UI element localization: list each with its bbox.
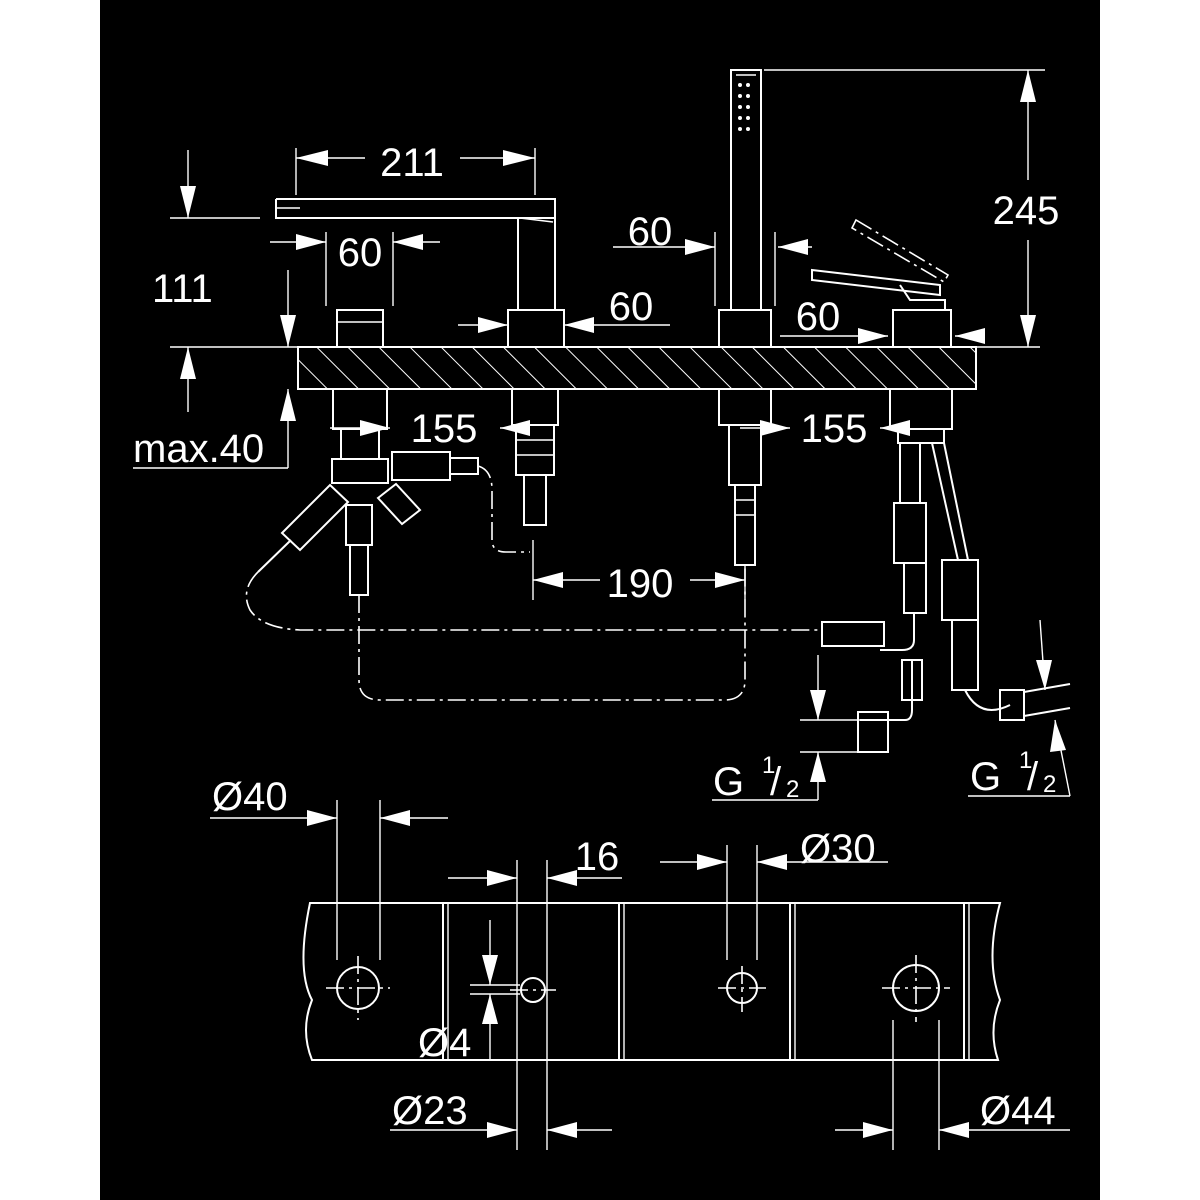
label-hole-16: 16: [575, 835, 620, 879]
thread-right-num: 1: [1019, 747, 1032, 774]
label-155-left: 155: [411, 407, 478, 451]
spout: [275, 198, 565, 526]
hole-30: [718, 966, 766, 1012]
label-190: 190: [607, 562, 674, 606]
thread-right-label: G 1 / 2: [970, 747, 1056, 799]
drawing-frame: [100, 0, 1100, 1200]
thread-left-label: G 1 / 2: [713, 752, 799, 804]
label-111: 111: [152, 267, 213, 311]
hole-44: [882, 955, 950, 1022]
thread-left-den: 2: [786, 776, 799, 803]
label-245: 245: [993, 189, 1060, 233]
thread-right-den: 2: [1043, 771, 1056, 798]
thread-left-letter: G: [713, 760, 744, 804]
plan-view: [302, 902, 1002, 1061]
label-60-stem: 60: [609, 285, 654, 329]
label-hole-44: Ø44: [980, 1089, 1056, 1133]
label-hole-40: Ø40: [212, 775, 288, 819]
label-hole-30: Ø30: [800, 827, 876, 871]
thread-left-slash: /: [770, 760, 782, 804]
thread-right-letter: G: [970, 755, 1001, 799]
shower-nozzles: [738, 83, 750, 131]
hose-loop: [358, 565, 746, 701]
mixer-handle: [811, 218, 1071, 753]
label-hole-4: Ø4: [418, 1021, 471, 1065]
dimension-labels: 211 111 60 60 60 60 245 max.40 155 155 1…: [133, 141, 1059, 1133]
dimension-lines: [133, 69, 1071, 801]
label-60-handshower: 60: [628, 210, 673, 254]
thread-left-num: 1: [762, 752, 775, 779]
hose-path: [245, 571, 822, 631]
thread-right-slash: /: [1027, 755, 1039, 799]
label-60-body: 60: [338, 231, 383, 275]
hole-40: [326, 956, 390, 1020]
label-211: 211: [380, 141, 444, 185]
label-max40: max.40: [133, 427, 264, 471]
hand-shower: [718, 69, 772, 566]
plan-dimension-lines: [210, 800, 1070, 1150]
label-hole-23: Ø23: [392, 1089, 468, 1133]
label-60-handle: 60: [796, 295, 841, 339]
deck-section: [170, 346, 1040, 390]
label-155-right: 155: [801, 407, 868, 451]
